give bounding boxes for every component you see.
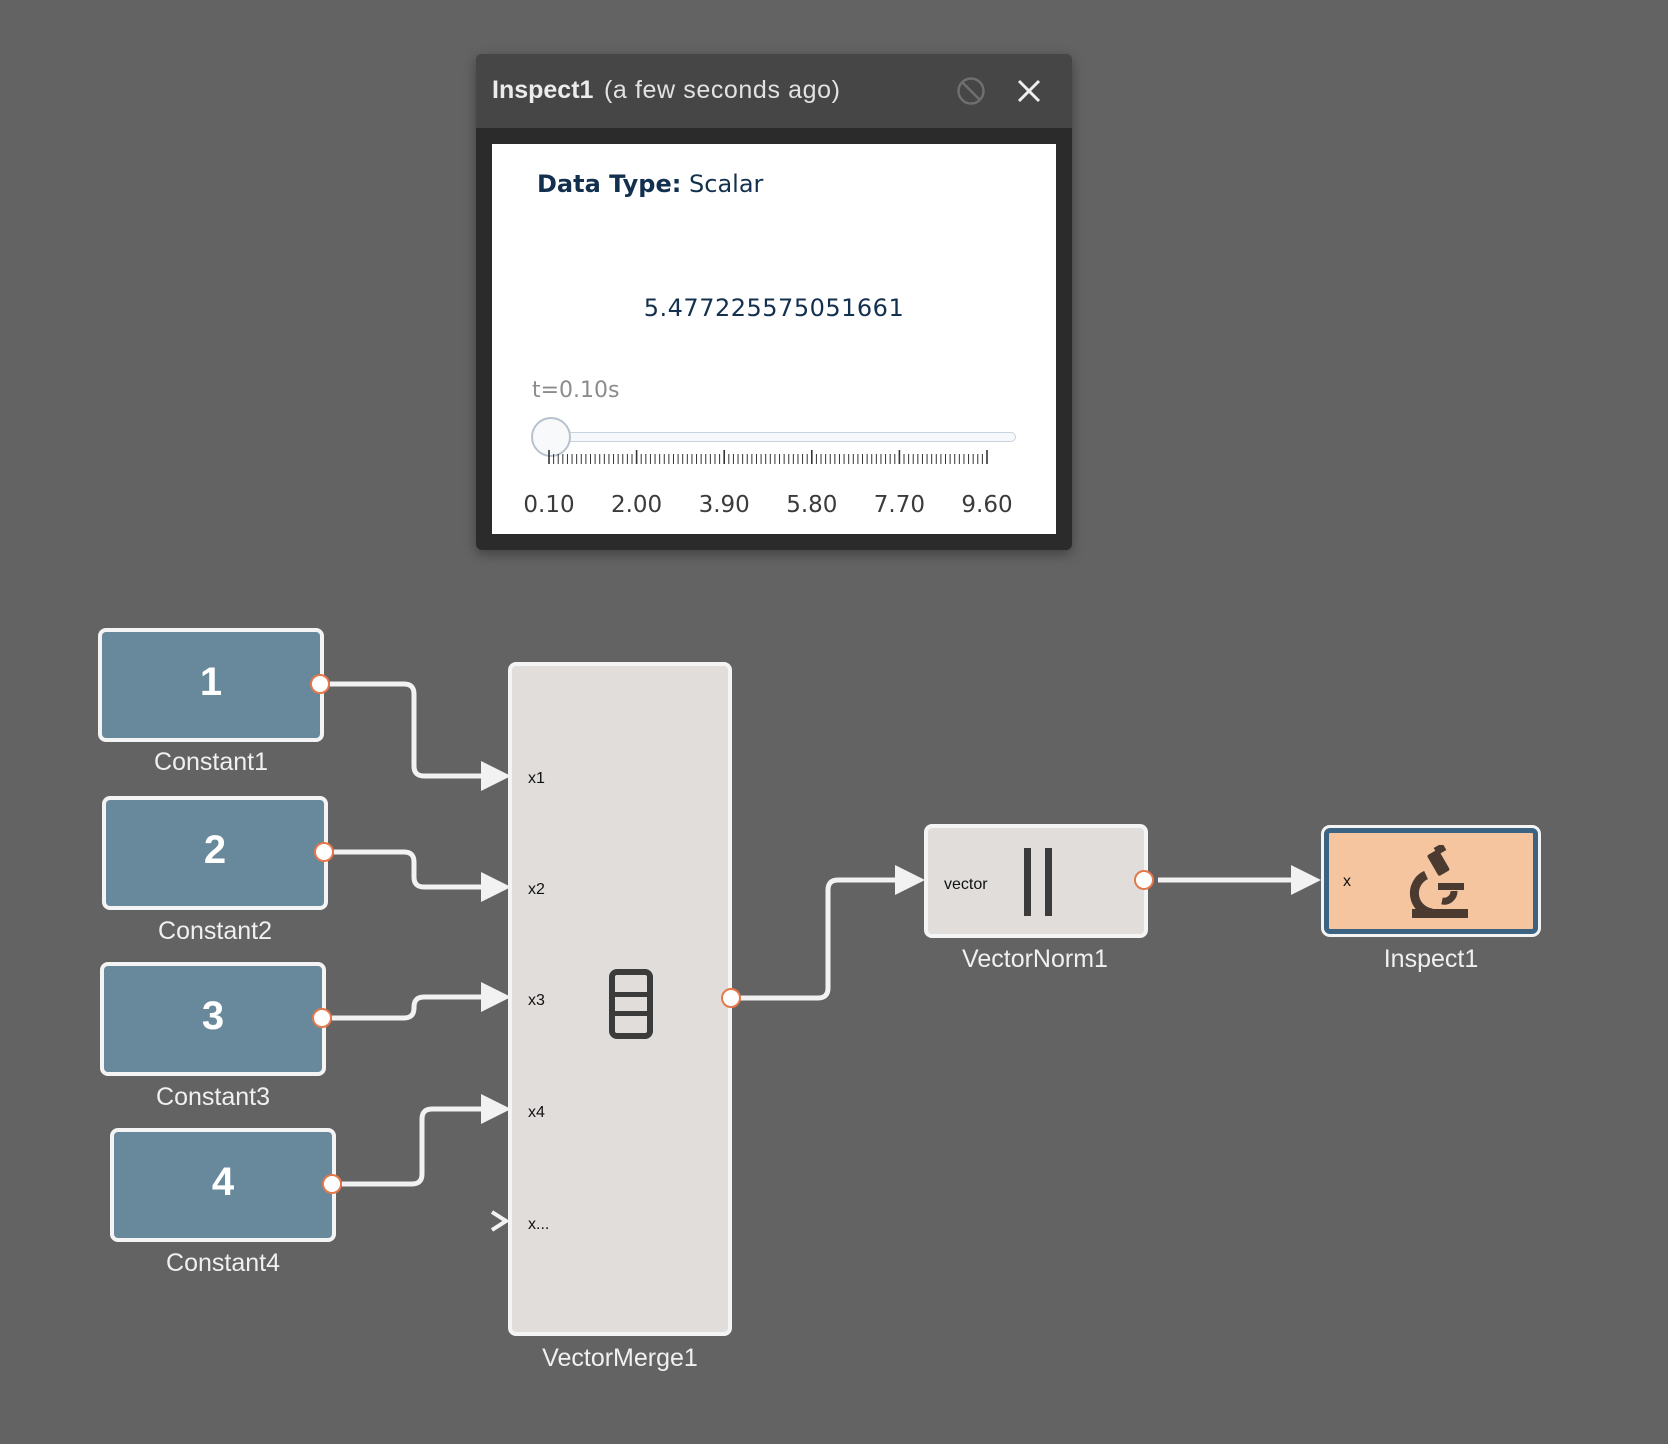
stacked-bars-icon — [609, 969, 653, 1039]
inspected-value: 5.477225575051661 — [643, 294, 905, 322]
merge-port-xn-label: x... — [528, 1216, 550, 1233]
constant2-node[interactable]: 2 — [102, 796, 328, 910]
constant1-value: 1 — [199, 660, 223, 704]
norm-output-port[interactable] — [1134, 870, 1154, 890]
wire-constant3-x3[interactable] — [332, 982, 511, 1021]
data-type-value: Scalar — [689, 170, 764, 198]
constant4-node[interactable]: 4 — [110, 1128, 336, 1242]
inspector-timestamp: (a few seconds ago) — [604, 76, 841, 104]
slider-tick-label: 3.90 — [698, 492, 750, 518]
norm-bars-icon — [1024, 848, 1052, 916]
slider-tick-label: 0.10 — [523, 492, 575, 518]
inspector-body: Data Type: Scalar 5.477225575051661 t=0.… — [492, 144, 1056, 534]
constant3-label: Constant3 — [156, 1083, 270, 1111]
slider-tick-label: 7.70 — [873, 492, 925, 518]
data-type-label: Data Type: — [537, 170, 682, 198]
inspect-label: Inspect1 — [1383, 945, 1479, 973]
norm-port-vector-label: vector — [944, 876, 988, 893]
wire-constant1-x1[interactable] — [330, 681, 511, 791]
vector-merge-label: VectorMerge1 — [542, 1344, 698, 1372]
constant2-label: Constant2 — [158, 917, 272, 945]
constant3-output-port[interactable] — [312, 1008, 332, 1028]
slider-tick-label: 2.00 — [610, 492, 663, 518]
constant3-value: 3 — [201, 994, 225, 1038]
merge-port-x1-label: x1 — [528, 770, 545, 787]
close-icon[interactable] — [1014, 76, 1044, 106]
inspector-title: Inspect1 — [492, 76, 594, 104]
wire-constant4-x4[interactable] — [342, 1094, 511, 1187]
time-label: t=0.10s — [532, 378, 620, 403]
vector-norm-label: VectorNorm1 — [962, 945, 1108, 973]
constant4-label: Constant4 — [166, 1249, 280, 1277]
constant2-output-port[interactable] — [314, 842, 334, 862]
slider-tick-label: 9.60 — [961, 492, 1013, 518]
constant1-node[interactable]: 1 — [98, 628, 324, 742]
merge-output-port[interactable] — [721, 988, 741, 1008]
slider-tick-label: 5.80 — [786, 492, 838, 518]
merge-port-x2-label: x2 — [528, 881, 545, 898]
ellipsis-port-chevron[interactable] — [490, 1210, 510, 1232]
constant1-label: Constant1 — [154, 748, 268, 776]
vector-norm-node[interactable]: vector — [924, 824, 1148, 938]
merge-port-x3-label: x3 — [528, 992, 545, 1009]
constant1-output-port[interactable] — [310, 674, 330, 694]
slider-ticks — [548, 450, 988, 464]
data-type-row: Data Type: Scalar — [537, 170, 763, 198]
constant2-value: 2 — [203, 828, 227, 872]
constant4-output-port[interactable] — [322, 1174, 342, 1194]
constant3-node[interactable]: 3 — [100, 962, 326, 1076]
time-slider-thumb[interactable] — [531, 417, 571, 457]
wire-merge-vector[interactable] — [738, 865, 925, 1001]
vector-merge-node[interactable]: x1 x2 x3 x4 x... — [508, 662, 732, 1336]
inspect-port-x-label: x — [1343, 873, 1351, 890]
constant4-value: 4 — [211, 1160, 235, 1204]
inspector-header[interactable]: Inspect1 (a few seconds ago) — [476, 54, 1072, 128]
microscope-icon — [1409, 845, 1468, 918]
merge-port-x4-label: x4 — [528, 1104, 545, 1121]
wire-constant2-x2[interactable] — [334, 849, 511, 902]
inspector-popup: Inspect1 (a few seconds ago) Data Type: … — [476, 54, 1072, 550]
inspect-node[interactable]: x — [1324, 828, 1538, 934]
disable-icon[interactable] — [956, 76, 986, 106]
